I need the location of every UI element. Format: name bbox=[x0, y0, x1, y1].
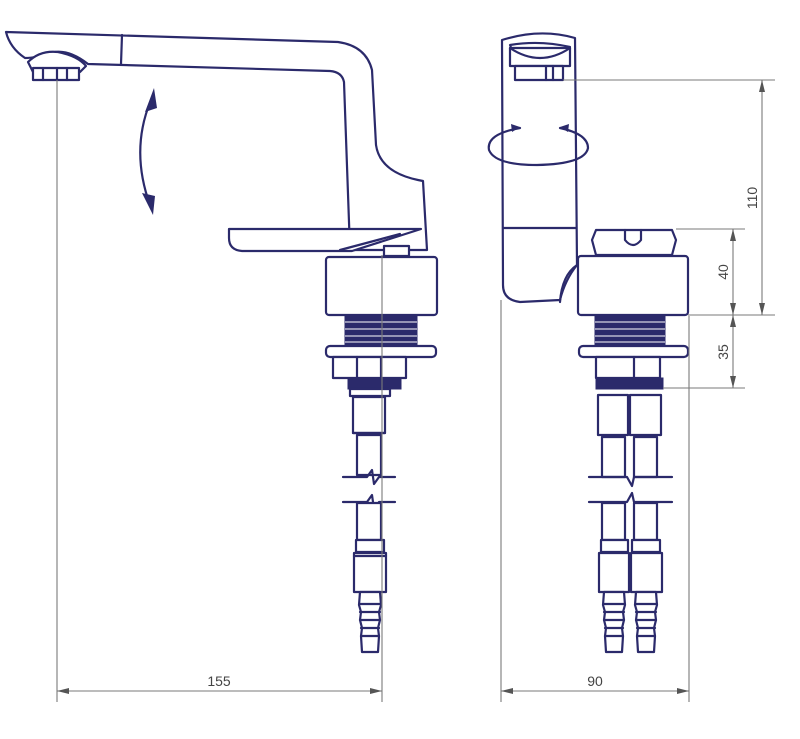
side-view: 155 bbox=[4, 30, 439, 702]
dimension-thread-label: 35 bbox=[715, 344, 731, 360]
front-body bbox=[576, 254, 690, 317]
thread[interactable] bbox=[344, 315, 418, 347]
column bbox=[500, 32, 579, 304]
dimension-width-label: 90 bbox=[587, 673, 603, 689]
dimension-height-label: 110 bbox=[744, 187, 760, 210]
hoses bbox=[587, 393, 674, 654]
nut bbox=[331, 355, 408, 380]
front-view: 90 110 40 35 bbox=[487, 32, 775, 702]
dimension-reach-label: 155 bbox=[207, 673, 231, 689]
flange bbox=[324, 344, 438, 359]
front-aerator bbox=[513, 64, 565, 82]
tilt-arrow-icon bbox=[139, 88, 157, 215]
hose bbox=[341, 395, 397, 654]
lever bbox=[227, 227, 423, 253]
cap bbox=[590, 228, 678, 257]
dimension-body-label: 40 bbox=[715, 264, 731, 280]
spout-joint bbox=[119, 33, 124, 66]
rotation-arrow-icon bbox=[487, 124, 590, 167]
